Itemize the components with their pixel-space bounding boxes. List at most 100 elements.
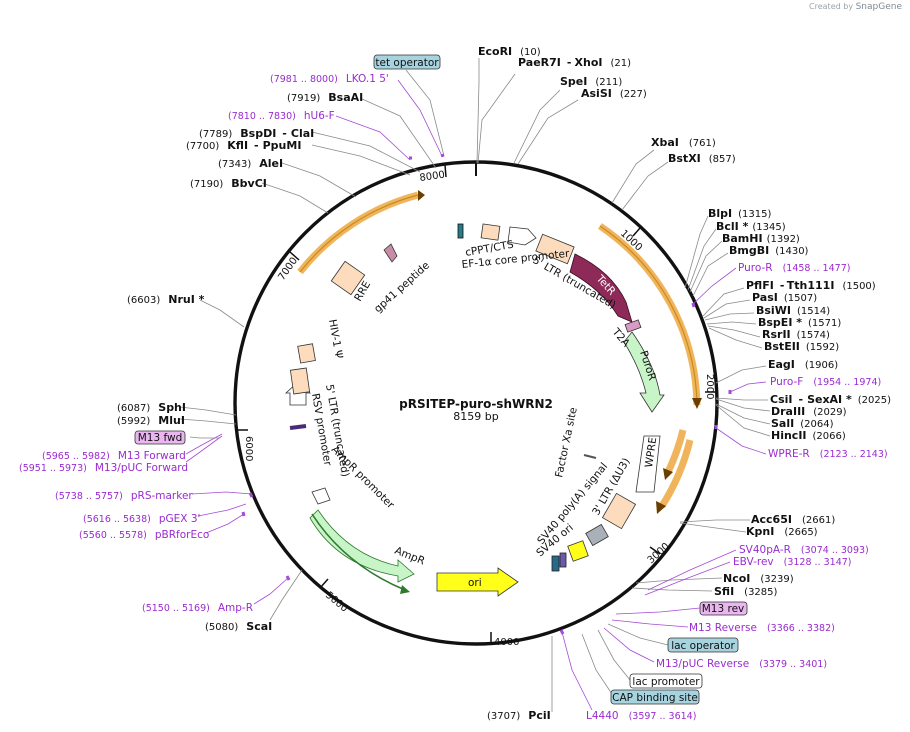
- plasmid-length: 8159 bp: [453, 410, 498, 423]
- site-sali: SalI(2064): [771, 417, 834, 430]
- leader-bspdi: [311, 131, 421, 173]
- primer-ebvrev: EBV-rev(3128 .. 3147): [733, 556, 852, 568]
- label-hiv-psi: HIV-1 Ψ: [326, 318, 345, 359]
- leader-csii: [715, 397, 768, 401]
- site-pasi: PasI(1507): [752, 291, 817, 304]
- leader-wprer: [715, 427, 767, 455]
- tick-label-6000: 6000: [243, 436, 254, 461]
- site-xbai: XbaI(761): [651, 136, 716, 149]
- ampr-arrow: [309, 509, 415, 583]
- leader-ampr-primer: [253, 577, 289, 605]
- leader-m13-fwd: [189, 436, 220, 439]
- primer-m13-reverse: M13 Reverse(3366 .. 3382): [689, 622, 835, 634]
- ltr5-truncated-box: [535, 233, 575, 265]
- label-gp41: gp41 peptide: [372, 259, 432, 315]
- arrowhead-right-lower-b: [656, 501, 666, 514]
- snapgene-logo: SnapGene: [855, 2, 902, 12]
- leader-scai: [269, 569, 303, 621]
- leader-pasi: [703, 299, 751, 319]
- gp41-peptide-arrow: [383, 243, 398, 263]
- m13-fwd-label: M13 fwd: [138, 432, 183, 444]
- leader-ebvrev: [644, 561, 731, 596]
- site-paer7i-xhoi: PaeR7I-XhoI(21): [518, 56, 631, 69]
- site-hincii: HincII(2066): [771, 429, 846, 442]
- tick-5000: [319, 578, 329, 589]
- primer-sv40par: SV40pA-R(3074 .. 3093): [739, 544, 869, 556]
- leader-lac-promoter: [597, 629, 631, 681]
- primer-wprer: WPRE-R(2123 .. 2143): [768, 448, 888, 460]
- primer-prs-marker: (5738 .. 5757)pRS-marker: [55, 490, 193, 502]
- leader-sali: [715, 403, 771, 425]
- site-sphi: (6087)SphI: [117, 401, 186, 414]
- leader-lko1: [397, 79, 443, 157]
- cap-site-label: CAP binding site: [612, 692, 698, 704]
- inner-features: [284, 223, 665, 597]
- primer-ampr: (5150 .. 5169)Amp-R: [142, 602, 253, 614]
- leader-m13puc-reverse: [603, 627, 655, 663]
- primer-hu6f: (7810 .. 7830)hU6-F: [228, 110, 335, 122]
- tick-1000: [632, 227, 641, 237]
- leader-pgex3: [197, 503, 247, 517]
- tick-7000: [289, 251, 300, 261]
- ltr3-box: [601, 492, 637, 530]
- ltr5-box: [289, 367, 311, 395]
- primer-tick-puror: [691, 302, 696, 308]
- factor-xa-mark: [583, 454, 597, 459]
- tick-label-2000: 2000: [704, 374, 715, 399]
- site-bsaai: (7919)BsaAI: [287, 91, 363, 104]
- leader-draiii: [715, 398, 771, 412]
- lac-promoter-box: [629, 673, 703, 689]
- label-factor-xa: Factor Xa site: [553, 406, 580, 478]
- ampr-line-head: [400, 585, 410, 594]
- leader-acc65i: [679, 519, 750, 523]
- leader-xhoi: [477, 73, 516, 164]
- leader-bstxi: [621, 161, 669, 211]
- puror-arrow: [623, 331, 665, 413]
- sv40-ori-box: [567, 540, 589, 562]
- f1-mark-b: [559, 552, 567, 568]
- arrowhead-upper-left: [418, 190, 425, 201]
- leader-bsteii: [708, 327, 763, 349]
- label-wpre: WPRE: [643, 436, 659, 468]
- site-kpni: KpnI(2665): [746, 525, 818, 538]
- primer-m13puc-reverse: M13/pUC Reverse(3379 .. 3401): [656, 658, 827, 670]
- leader-sv40par: [647, 549, 737, 591]
- backbone-circle: [233, 160, 719, 646]
- site-bspei: BspEI *(1571): [758, 316, 841, 329]
- snapgene-credit: Created by SnapGene: [809, 2, 902, 12]
- site-leaders: [179, 58, 771, 712]
- site-bamhi: BamHI(1392): [722, 232, 800, 245]
- leader-bbvci: [261, 182, 329, 214]
- leader-rsrii: [707, 325, 761, 338]
- site-blpi: BlpI(1315): [708, 207, 771, 220]
- site-bmgbi: BmgBI(1430): [729, 244, 809, 257]
- credit-prefix: Created by: [809, 2, 854, 11]
- primer-puror: Puro-R(1458 .. 1477): [738, 262, 850, 274]
- primer-tick-l4440: [559, 629, 565, 635]
- m13-rev-label: M13 rev: [702, 603, 745, 615]
- tick-label-5000: 5000: [323, 590, 350, 615]
- site-sfii: SfiI(3285): [714, 585, 778, 598]
- leader-lac-operator: [607, 623, 669, 646]
- site-kfli-ppumi: (7700)KflI-PpuMI: [186, 139, 301, 152]
- outer-features: [297, 190, 702, 514]
- leader-ncoi: [635, 577, 723, 584]
- site-spei: SpeI(211): [560, 75, 622, 88]
- site-rsrii: RsrII(1574): [762, 328, 830, 341]
- ori-arrow: [436, 567, 519, 597]
- leader-m13reverse: [611, 619, 689, 628]
- tick-3000: [649, 546, 661, 555]
- leader-bmgbi: [692, 252, 729, 297]
- wpre-box: [635, 435, 661, 493]
- tick-label-8000: 8000: [419, 170, 446, 184]
- leader-hu6f: [335, 115, 411, 161]
- primer-m13puc-forward: (5951 .. 5973)M13/pUC Forward: [19, 462, 188, 474]
- site-ecori: EcoRI(10): [478, 45, 541, 58]
- primer-l4440: L4440(3597 .. 3614): [586, 710, 696, 722]
- site-bsteii: BstEII(1592): [764, 340, 839, 353]
- ef1a-promoter-arrow: [507, 226, 537, 246]
- leader-ecori: [476, 58, 480, 164]
- primer-pbrforeco: (5560 .. 5578)pBRforEco: [79, 529, 209, 541]
- leader-nrui: [199, 299, 245, 328]
- site-labels: EcoRI(10) PaeR7I-XhoI(21) SpeI(211) AsiS…: [117, 45, 891, 722]
